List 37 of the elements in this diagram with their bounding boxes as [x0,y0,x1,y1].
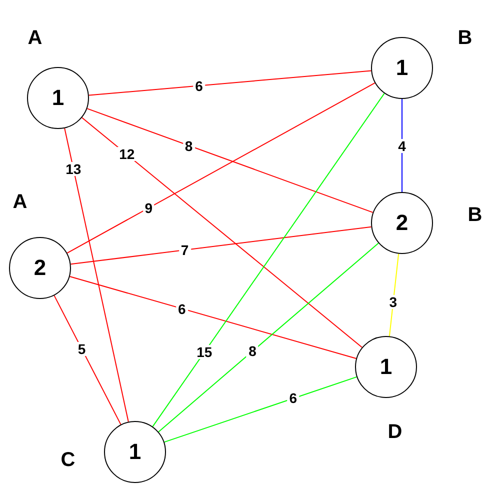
node-letter: D [388,422,402,442]
edge-line [69,276,357,359]
node-value: 1 [380,356,392,378]
node-letter: A [28,28,42,48]
edge-line [66,82,376,254]
node-value: 1 [128,441,142,463]
node-letter: C [60,450,76,470]
node-value: 1 [396,57,408,79]
edge-label: 12 [117,147,137,162]
edge-line [86,108,374,213]
node-value: 2 [396,212,408,234]
edge-line [164,376,358,443]
edge-label: 8 [246,344,258,358]
edge-label: 3 [387,295,400,310]
edge-label: 9 [142,201,154,215]
edge-line [54,295,122,425]
edge-line [388,253,400,337]
edge-line [88,70,372,96]
edge-line [64,128,129,422]
edge-line [158,242,379,432]
edge-label: 7 [178,243,191,257]
node-letter: B [468,205,482,225]
node-letter: B [458,28,472,48]
node-letter: A [12,192,28,212]
edge-line [152,92,385,428]
edge-label: 8 [182,138,195,152]
edge-line [70,226,372,265]
edge-line [81,117,363,348]
edge-label: 5 [76,342,88,356]
edge-label: 4 [396,138,408,152]
edge-label: 6 [176,302,188,316]
edge-label: 6 [193,78,205,93]
node-value: 1 [52,87,64,109]
edge-label: 15 [194,345,214,360]
edge-label: 13 [64,162,84,176]
node-value: 2 [34,257,46,279]
edge-label: 6 [287,391,300,406]
